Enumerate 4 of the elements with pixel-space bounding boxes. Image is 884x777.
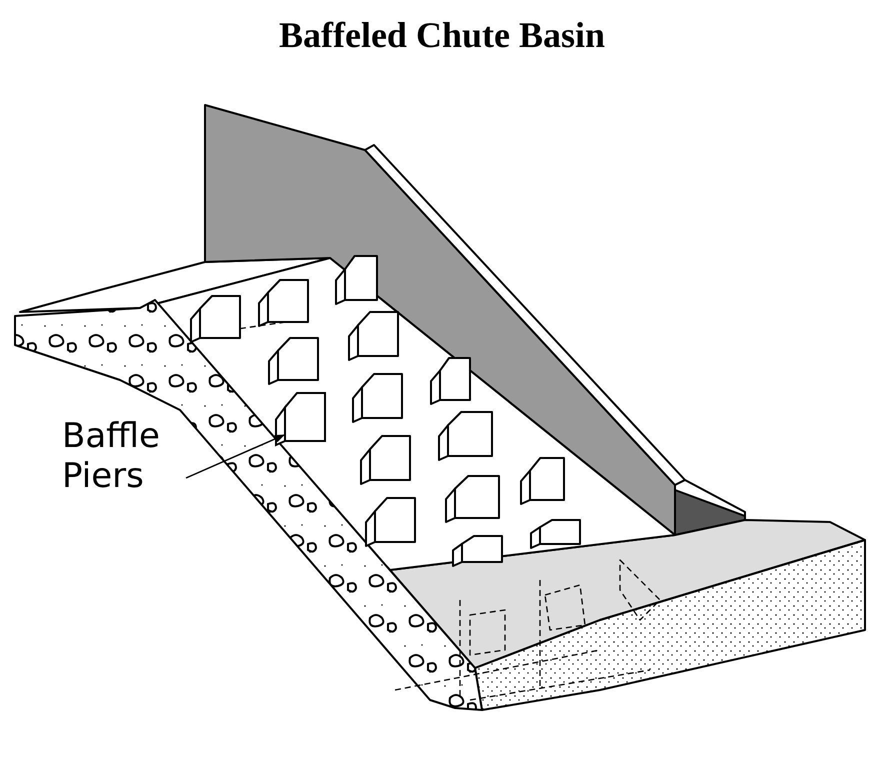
title: Baffeled Chute Basin: [278, 14, 606, 56]
baffle-pier: [275, 392, 326, 447]
leader-line: [186, 434, 285, 479]
callout-label: Baffle Piers: [62, 416, 192, 496]
